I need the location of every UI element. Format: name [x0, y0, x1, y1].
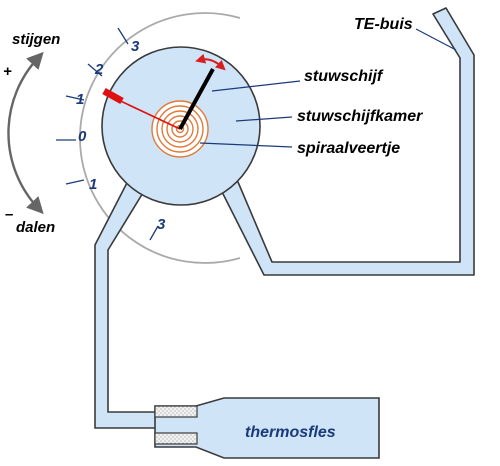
stuwschijf-label: stuwschijf	[304, 68, 384, 85]
scale-label-bottom-3: 3	[157, 216, 166, 233]
scale-label-top-3: 3	[131, 38, 140, 55]
scale-arc	[79, 12, 241, 264]
pointer-needle	[111, 96, 181, 130]
flask-plug-top	[154, 405, 198, 418]
dalen-label: dalen	[16, 219, 55, 236]
te-buis-label: TE-buis	[354, 16, 413, 33]
stijgen-label: stijgen	[12, 31, 60, 48]
scale-label-top-1: 1	[76, 91, 84, 108]
scale-label-zero: 0	[78, 128, 87, 145]
thermosfles-label: thermosfles	[245, 424, 336, 441]
flask-plug-bottom	[154, 432, 198, 445]
scale-label-top-2: 2	[94, 61, 104, 78]
stuwschijf-vane	[178, 68, 215, 130]
minus-sign: –	[5, 206, 13, 223]
scale-label-bottom-1: 1	[89, 176, 97, 193]
te-buis-tube	[216, 7, 475, 276]
direction-arrow	[7, 51, 44, 215]
thermosfles	[154, 397, 380, 459]
spiraalveertje-label: spiraalveertje	[297, 140, 400, 157]
pointer-tip	[102, 87, 124, 105]
stuwschijfkamer-label: stuwschijfkamer	[297, 108, 423, 125]
plus-sign: +	[3, 63, 12, 80]
leader-lines	[199, 28, 457, 148]
rotation-arrow	[195, 53, 226, 71]
scale-ticks	[56, 27, 159, 241]
